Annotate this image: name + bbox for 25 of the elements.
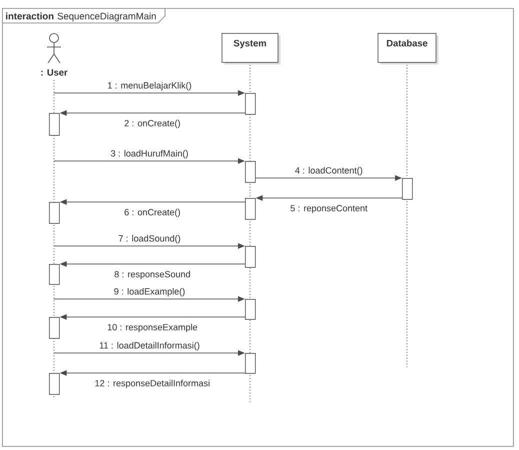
message-label: 7 : loadSound() <box>117 234 182 244</box>
activation-bar <box>245 246 256 268</box>
message-label: 12 : responseDetailInformasi <box>94 378 212 390</box>
activation-bar <box>402 178 413 200</box>
activation-bar <box>245 353 256 374</box>
activation-bar <box>49 373 60 395</box>
message-label: 3 : loadHurufMain() <box>110 148 190 160</box>
activation-bar <box>49 317 60 339</box>
activation-bar <box>245 198 256 220</box>
activation-bar <box>245 161 256 183</box>
message-label: 4 : loadContent() <box>294 166 364 176</box>
activation-bar <box>49 202 60 224</box>
message-label: 2 : onCreate() <box>123 118 182 130</box>
message-label: 8 : responseSound <box>113 270 192 280</box>
message-label: 6 : onCreate() <box>123 208 182 218</box>
activation-bar <box>49 264 60 285</box>
message-label: 11 : loadDetailInformasi() <box>98 340 201 352</box>
activation-bar <box>245 299 256 320</box>
message-label: 10 : responseExample <box>106 322 199 334</box>
activation-bar <box>49 113 60 136</box>
message-label: 9 : loadExample() <box>112 286 186 298</box>
activation-bar <box>245 93 256 115</box>
message-label: 1 : menuBelajarKlik() <box>106 80 193 92</box>
actor: : User <box>41 33 68 76</box>
message-label: 5 : reponseContent <box>289 204 369 214</box>
